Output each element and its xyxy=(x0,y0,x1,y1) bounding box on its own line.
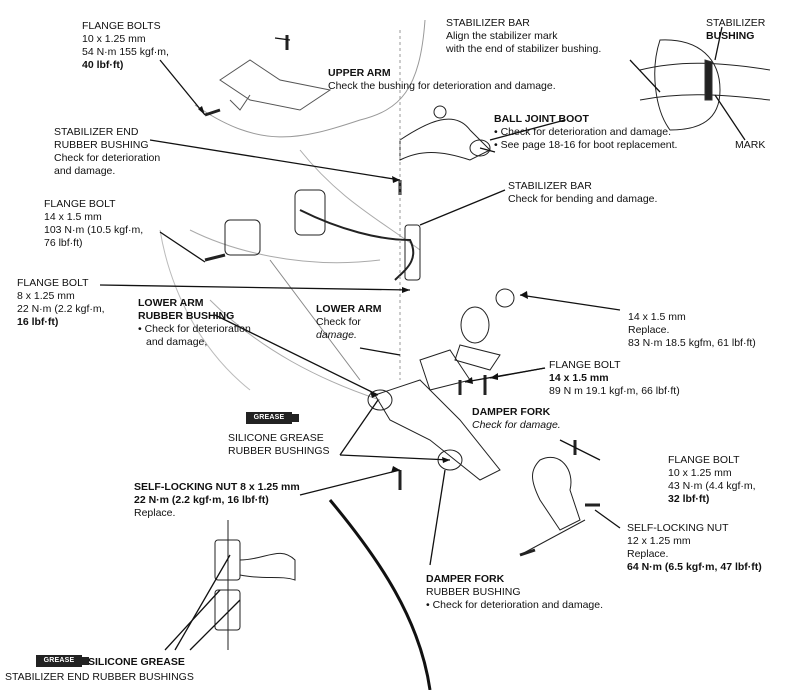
label-title: DAMPER FORK xyxy=(426,573,505,585)
grease-tube-icon: GREASE xyxy=(36,655,89,667)
label-title: DAMPER FORK xyxy=(472,406,551,418)
label-title: SILICONE GREASE xyxy=(228,432,324,444)
grease-tube-label: GREASE xyxy=(246,412,292,424)
label-title: RUBBER BUSHING xyxy=(138,310,235,322)
label-line: • Check for deterioration and damage. xyxy=(494,126,672,138)
label-size: 14 x 1.5 mm xyxy=(44,211,102,223)
label-title: FLANGE BOLTS xyxy=(82,20,161,32)
self-locking-nut-12-label: SELF-LOCKING NUT 12 x 1.25 mm Replace. 6… xyxy=(627,522,762,574)
label-torque: 16 lbf·ft) xyxy=(17,316,59,328)
label-line: Check the bushing for deterioration and … xyxy=(328,80,556,92)
label-line: Replace. xyxy=(628,324,670,336)
label-title: BUSHING xyxy=(706,30,755,42)
grease-tube-label: GREASE xyxy=(36,655,82,667)
label-torque: 83 N·m 18.5 kgfm, 61 lbf·ft) xyxy=(628,337,756,349)
flange-bolts-top-label: FLANGE BOLTS 10 x 1.25 mm 54 N·m 155 kgf… xyxy=(82,20,169,72)
label-line: Align the stabilizer mark xyxy=(446,30,558,42)
label-line: Replace. xyxy=(627,548,669,560)
ball-joint-boot-label: BALL JOINT BOOT • Check for deterioratio… xyxy=(494,113,677,152)
label-title: FLANGE BOLT xyxy=(44,198,116,210)
label-line: Check for bending and damage. xyxy=(508,193,658,205)
damper-fork-label: DAMPER FORK Check for damage. xyxy=(472,406,561,432)
label-line: and damage. xyxy=(54,165,116,177)
label-title: SELF-LOCKING NUT 8 x 1.25 mm xyxy=(134,481,300,493)
label-line: with the end of stabilizer bushing. xyxy=(446,43,602,55)
label-line: Replace. xyxy=(134,507,176,519)
label-torque: 64 N·m (6.5 kgf·m, 47 lbf·ft) xyxy=(627,561,762,573)
label-title: STABILIZER BAR xyxy=(446,17,530,29)
stabilizer-end-bushing-label: STABILIZER END RUBBER BUSHING Check for … xyxy=(54,126,160,178)
label-size: 14 x 1.5 mm xyxy=(549,372,609,384)
grease-tube-icon: GREASE xyxy=(246,412,299,424)
flange-bolt-mid-label: FLANGE BOLT 14 x 1.5 mm 89 N m 19.1 kgf·… xyxy=(549,359,680,398)
label-line: Check for damage. xyxy=(472,419,561,431)
label-torque: 89 N m 19.1 kgf·m, 66 lbf·ft) xyxy=(549,385,680,397)
label-torque: 76 lbf·ft) xyxy=(44,237,83,249)
label-title: FLANGE BOLT xyxy=(17,277,89,289)
silicone-grease-label: SILICONE GREASE RUBBER BUSHINGS xyxy=(228,432,330,458)
label-line: RUBBER BUSHINGS xyxy=(228,445,330,457)
flange-bolt-right-label: FLANGE BOLT 10 x 1.25 mm 43 N·m (4.4 kgf… xyxy=(668,454,756,506)
label-title: LOWER ARM xyxy=(316,303,382,315)
mark-label: MARK xyxy=(735,139,766,151)
label-torque: 103 N·m (10.5 kgf·m, xyxy=(44,224,144,236)
lower-arm-label: LOWER ARM Check for damage. xyxy=(316,303,382,342)
label-line: • See page 18-16 for boot replacement. xyxy=(494,139,678,151)
label-line: Check for xyxy=(316,316,361,328)
label-size: 10 x 1.25 mm xyxy=(82,33,146,45)
label-line: • Check for deterioration and damage. xyxy=(426,599,604,611)
label-torque: 43 N·m (4.4 kgf·m, xyxy=(668,480,756,492)
label-torque: 22 N·m (2.2 kgf·m, 16 lbf·ft) xyxy=(134,494,269,506)
label-title: STABILIZER BAR xyxy=(508,180,592,192)
label-torque: 54 N·m 155 kgf·m, xyxy=(82,46,169,58)
label-title: FLANGE BOLT xyxy=(668,454,740,466)
label-title: BALL JOINT BOOT xyxy=(494,113,589,125)
label-size: 14 x 1.5 mm xyxy=(628,311,686,323)
stabilizer-bar-mark-label: STABILIZER BAR Align the stabilizer mark… xyxy=(446,17,601,56)
flange-bolt-8-label: FLANGE BOLT 8 x 1.25 mm 22 N·m (2.2 kgf·… xyxy=(17,277,105,329)
label-size: 8 x 1.25 mm xyxy=(17,290,75,302)
label-title: FLANGE BOLT xyxy=(549,359,621,371)
flange-bolt-left-label: FLANGE BOLT 14 x 1.5 mm 103 N·m (10.5 kg… xyxy=(44,198,143,250)
label-size: 10 x 1.25 mm xyxy=(668,467,732,479)
silicone-grease-2-title: SILICONE GREASE xyxy=(88,656,185,668)
stabilizer-bar-check-label: STABILIZER BAR Check for bending and dam… xyxy=(508,180,657,206)
label-title: UPPER ARM xyxy=(328,67,391,79)
stabilizer-bushing-label: STABILIZER BUSHING xyxy=(706,17,765,43)
upper-arm-label: UPPER ARM Check the bushing for deterior… xyxy=(328,67,556,93)
damper-fork-bushing-label: DAMPER FORK RUBBER BUSHING • Check for d… xyxy=(426,573,603,612)
label-torque: 32 lbf·ft) xyxy=(668,493,710,505)
self-locking-nut-8-label: SELF-LOCKING NUT 8 x 1.25 mm 22 N·m (2.2… xyxy=(134,481,300,520)
tube-cap xyxy=(291,414,299,422)
label-title: STABILIZER xyxy=(706,17,766,29)
label-title: STABILIZER END xyxy=(54,126,139,138)
stabilizer-end-rubber-bushings-label: STABILIZER END RUBBER BUSHINGS xyxy=(5,671,194,683)
label-torque: 22 N·m (2.2 kgf·m, xyxy=(17,303,105,315)
tube-cap xyxy=(81,657,89,665)
label-title: RUBBER BUSHING xyxy=(426,586,521,598)
label-line: • Check for deterioration xyxy=(138,323,251,335)
label-title: RUBBER BUSHING xyxy=(54,139,149,151)
lower-arm-bushing-label: LOWER ARM RUBBER BUSHING • Check for det… xyxy=(138,297,251,349)
label-title: SELF-LOCKING NUT xyxy=(627,522,729,534)
label-torque: 40 lbf·ft) xyxy=(82,59,124,71)
nut-14-label: 14 x 1.5 mm Replace. 83 N·m 18.5 kgfm, 6… xyxy=(628,311,756,350)
label-line: damage. xyxy=(316,329,357,341)
label-line: Check for deterioration xyxy=(54,152,161,164)
label-size: 12 x 1.25 mm xyxy=(627,535,691,547)
label-line: and damage, xyxy=(146,336,208,348)
label-title: LOWER ARM xyxy=(138,297,204,309)
